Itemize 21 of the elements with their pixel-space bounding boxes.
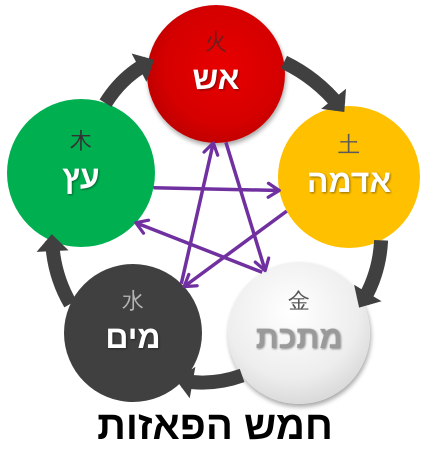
circle xyxy=(228,262,370,404)
title: חמש הפאזות xyxy=(97,406,333,446)
block-arrow xyxy=(36,234,77,308)
node-label: עץ xyxy=(62,161,100,193)
character-label: 金 xyxy=(288,291,310,313)
node-label: מתכת xyxy=(256,321,342,353)
node-label: אש xyxy=(192,62,240,94)
node-label: אדמה xyxy=(306,165,392,197)
character-label: 土 xyxy=(338,135,360,157)
node-label: מים xyxy=(105,321,161,353)
character-label: 木 xyxy=(70,131,92,153)
character-label: 水 xyxy=(122,291,144,313)
character-label: 火 xyxy=(205,32,227,54)
block-arrow xyxy=(354,240,388,308)
arrow xyxy=(153,182,281,199)
block-arrow xyxy=(280,56,346,112)
block-arrow xyxy=(100,54,154,108)
arrow xyxy=(224,142,270,272)
arrow xyxy=(134,218,263,274)
arrow xyxy=(180,141,220,284)
arrow xyxy=(182,210,288,288)
